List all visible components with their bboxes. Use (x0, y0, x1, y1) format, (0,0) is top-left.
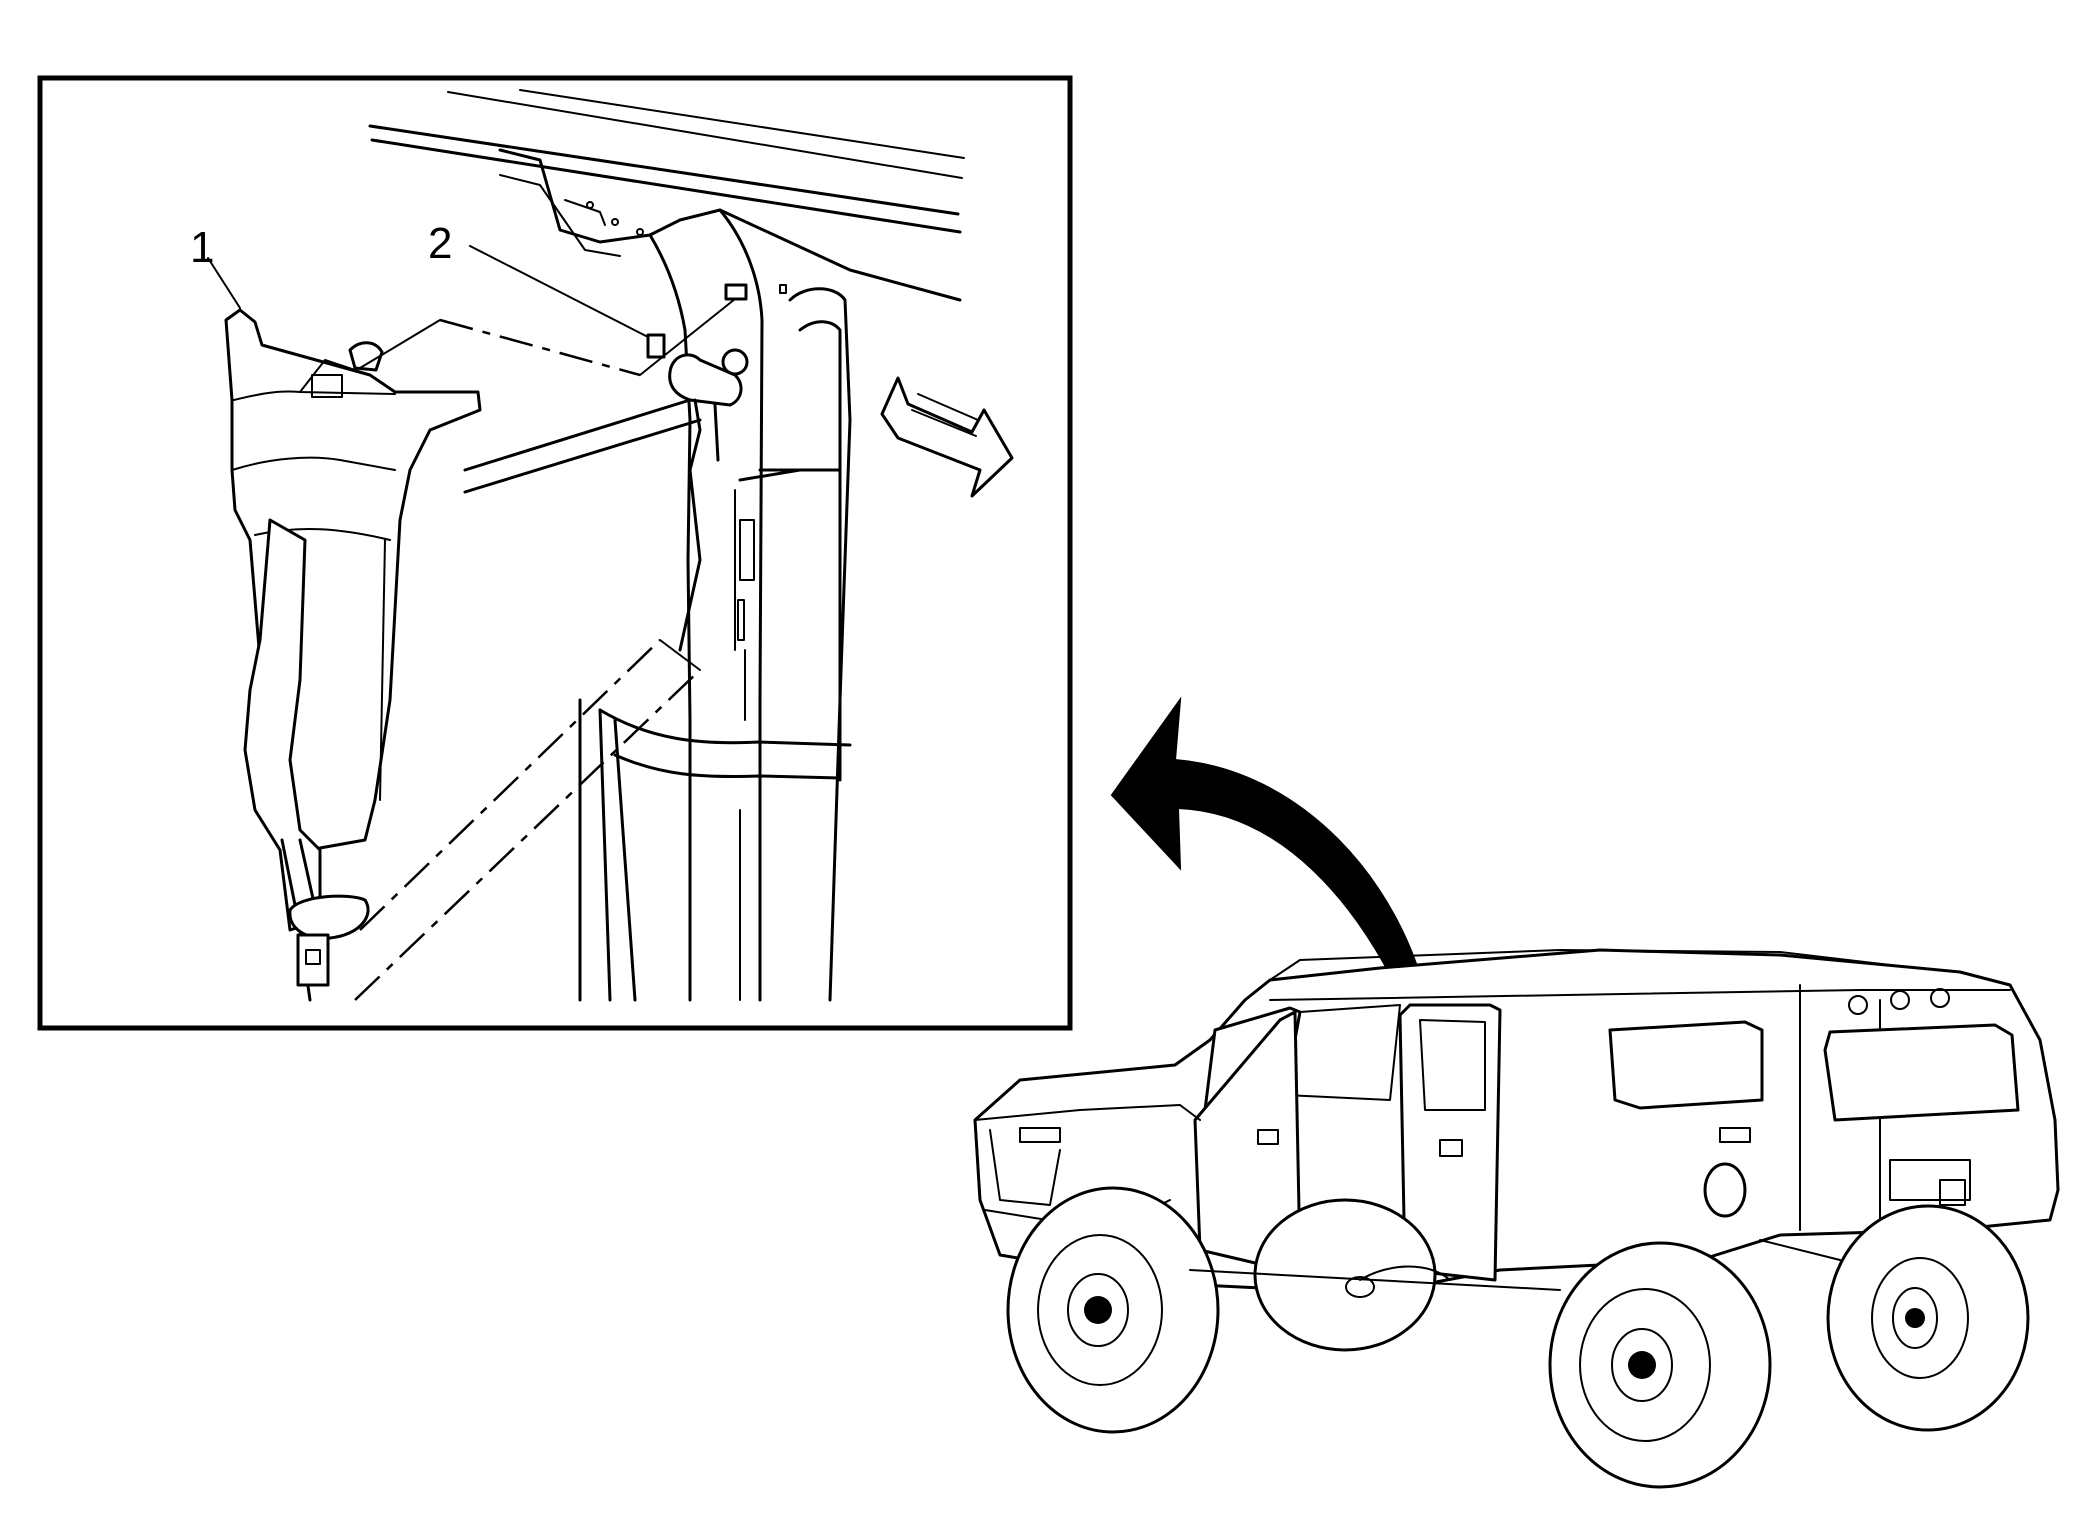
inset-frame (37, 75, 1073, 1031)
callout-1-leader (207, 257, 241, 309)
fastener-clip (724, 283, 787, 301)
curved-pointer-arrow (1110, 696, 1430, 1022)
callout-1-label: 1 (190, 223, 214, 272)
rear-door-open (1398, 1003, 1502, 1282)
rear-left-wheel (1548, 1241, 1772, 1489)
b-pillar (578, 208, 852, 1002)
removal-direction-arrow (880, 376, 1014, 498)
front-right-wheel (1253, 1198, 1437, 1352)
lower-belt (243, 518, 370, 1002)
detail-inset: 1 2 (37, 75, 1073, 1031)
rear-right-wheel (1826, 1204, 2030, 1432)
front-left-wheel (1006, 1186, 1220, 1434)
callout-2-label: 2 (428, 219, 452, 268)
callout-2-leader (469, 245, 649, 338)
alignment-lines (354, 294, 741, 1001)
shoulder-belt-webbing (463, 398, 702, 494)
vehicle-overview (973, 948, 2060, 1489)
